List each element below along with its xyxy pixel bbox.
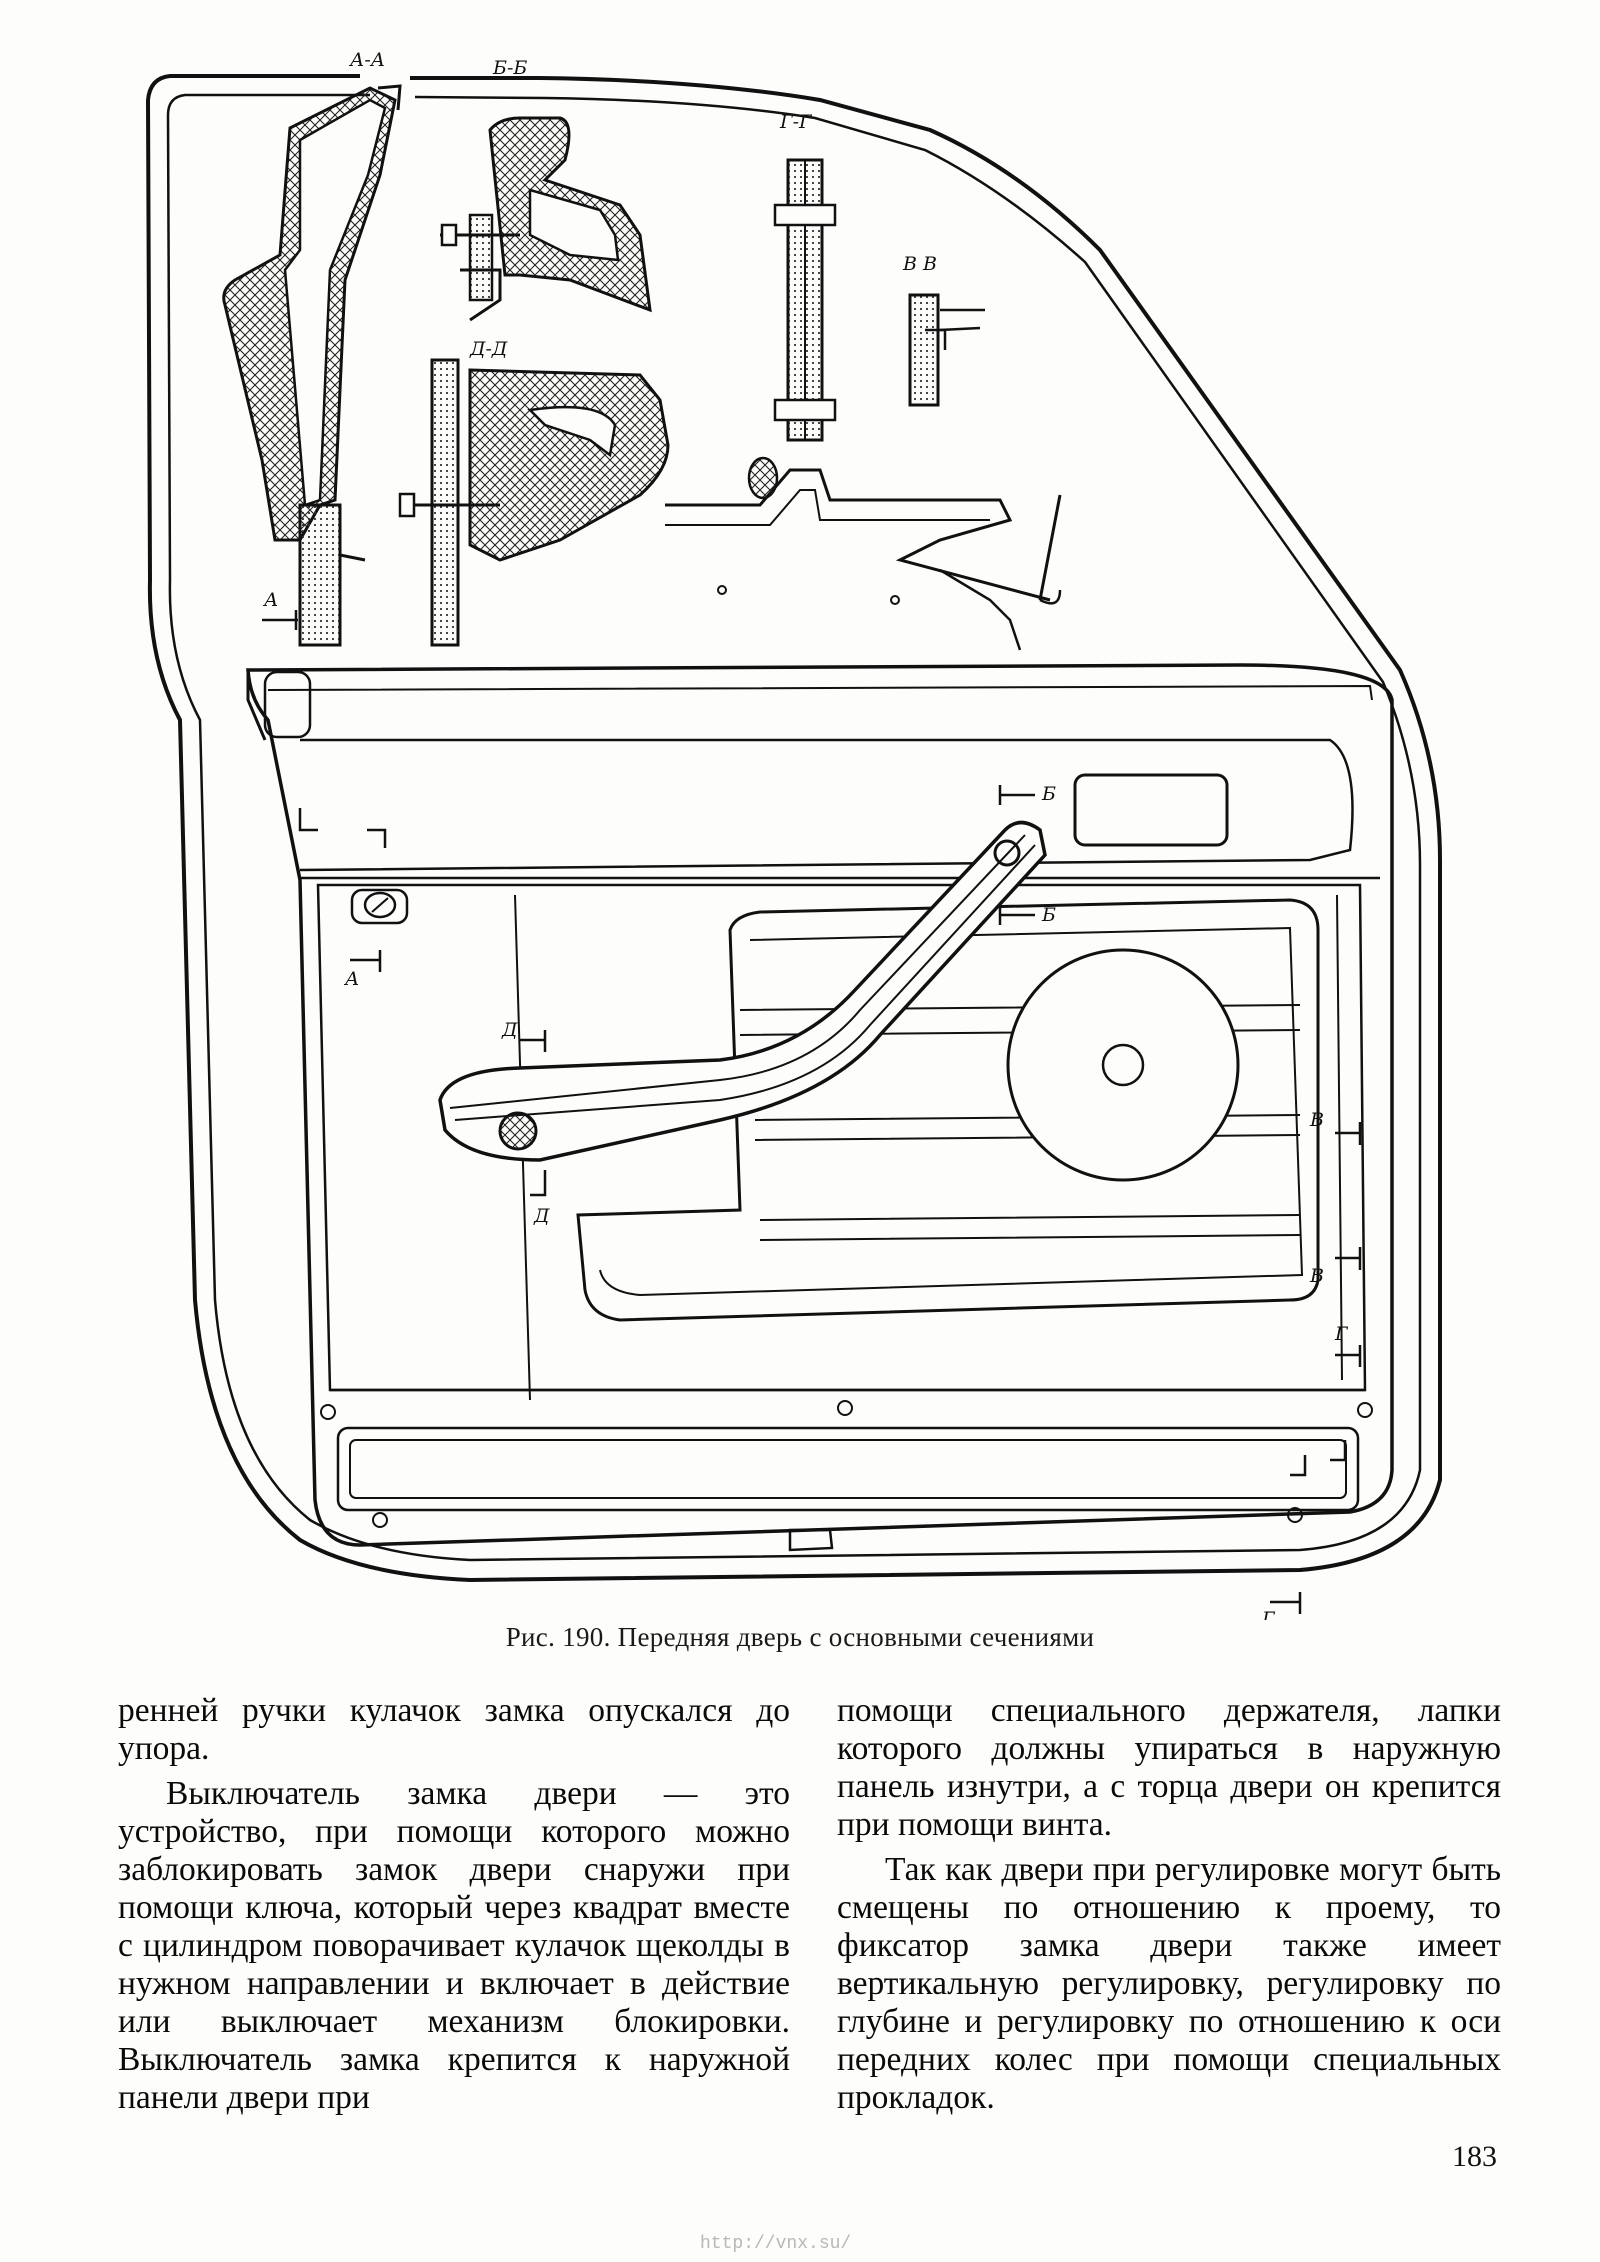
paragraph: Выключатель замка двери — это устройство… — [118, 1775, 790, 2116]
door-figure: А-А А Б-Б Д-Д — [145, 49, 1442, 1620]
label-cut-g-panel: Г — [1334, 1323, 1349, 1345]
door-trim-panel — [246, 663, 1394, 1614]
paragraph: Так как двери при регулировке могут быть… — [837, 1851, 1501, 2116]
label-cut-g-bottom: Г — [1261, 1608, 1276, 1620]
door-outline — [145, 74, 1442, 1583]
label-section-dd: Д-Д — [469, 338, 508, 360]
label-section-bb: Б-Б — [492, 57, 527, 79]
text-column-left: ренней ручки кулачок замка опускался до … — [118, 1692, 790, 2117]
label-section-gg: Г-Г — [779, 111, 813, 133]
label-cut-a-left: А — [262, 589, 278, 611]
page-number: 183 — [1452, 2140, 1497, 2173]
section-gg — [665, 158, 1062, 651]
label-cut-v-bottom: В — [1309, 1265, 1324, 1287]
figure-caption: Рис. 190. Передняя дверь с основными сеч… — [505, 1622, 1095, 1652]
label-cut-d-top: Д — [501, 1019, 518, 1041]
label-section-aa: А-А — [348, 49, 385, 71]
text-column-right: помощи специального держателя, лапки кот… — [837, 1692, 1501, 2117]
label-cut-b-top: Б — [1041, 783, 1056, 805]
paragraph: ренней ручки кулачок замка опускался до … — [118, 1692, 790, 1767]
section-dd — [398, 358, 670, 647]
label-cut-a-panel: А — [343, 968, 359, 990]
label-cut-d-bottom: Д — [533, 1205, 550, 1227]
section-aa — [222, 84, 402, 647]
section-bb — [440, 116, 652, 322]
label-cut-b-bottom: Б — [1041, 904, 1056, 926]
label-section-vv: В В — [902, 253, 937, 275]
footer-url[interactable]: http://vnx.su/ — [700, 2234, 852, 2254]
paragraph: помощи специального держателя, лапки кот… — [837, 1692, 1501, 1843]
label-cut-v-top: В — [1309, 1109, 1324, 1131]
section-vv — [908, 293, 985, 407]
